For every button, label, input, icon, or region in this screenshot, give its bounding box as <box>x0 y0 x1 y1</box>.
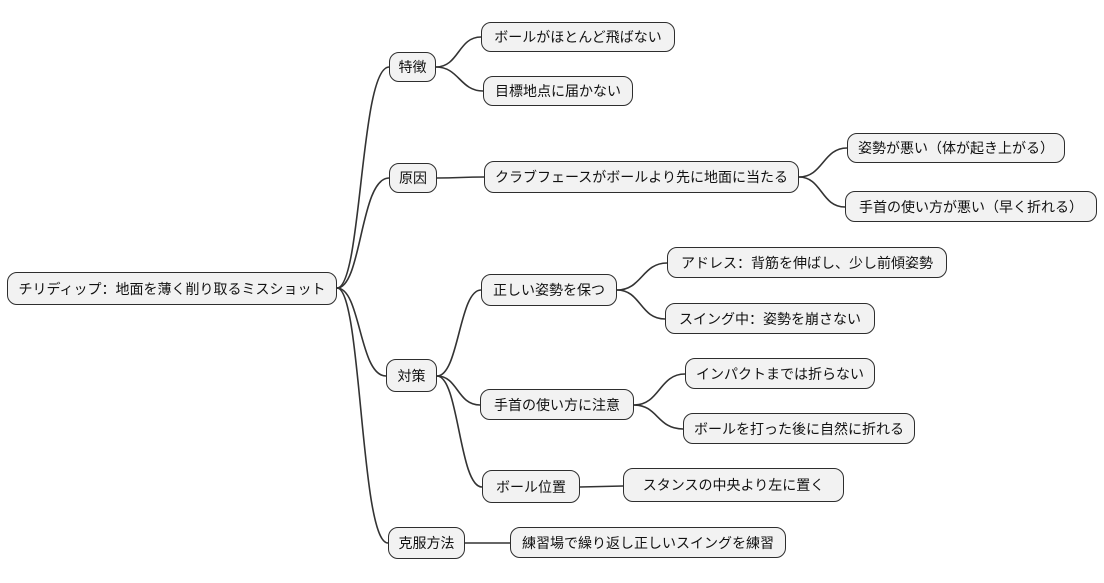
node-bad-posture: 姿勢が悪い（体が起き上がる） <box>847 133 1065 163</box>
node-features: 特徴 <box>389 52 436 82</box>
node-overcome-method: 克服方法 <box>388 527 465 559</box>
edge-cause-wrist <box>798 176 846 208</box>
node-keep-correct-posture: 正しい姿勢を保つ <box>481 274 617 306</box>
edge-root-measures <box>336 287 387 377</box>
node-keep-posture-during-swing: スイング中：姿勢を崩さない <box>665 303 875 334</box>
node-break-naturally-after-hit: ボールを打った後に自然に折れる <box>683 413 915 444</box>
node-does-not-reach-target: 目標地点に届かない <box>483 76 633 106</box>
edge-wrist-impact <box>633 373 686 406</box>
node-practice-correct-swing: 練習場で繰り返し正しいスイングを練習 <box>510 527 786 558</box>
node-ball-barely-flies: ボールがほとんど飛ばない <box>481 22 675 52</box>
edge-posture-swing <box>616 289 666 320</box>
edge-measures-posture <box>436 289 482 377</box>
edge-measures-ball <box>436 375 483 488</box>
node-ball-position: ボール位置 <box>482 470 580 503</box>
edge-features-2 <box>435 66 484 92</box>
edge-root-features <box>336 66 390 289</box>
edge-features-1 <box>435 36 482 68</box>
edge-posture-address <box>616 262 668 291</box>
edge-cause-posture <box>798 147 848 178</box>
node-address-posture: アドレス：背筋を伸ばし、少し前傾姿勢 <box>667 247 947 278</box>
node-bad-wrist-usage: 手首の使い方が悪い（早く折れる） <box>845 191 1097 222</box>
edge-cause-1 <box>436 176 485 179</box>
edge-measures-wrist <box>436 375 481 406</box>
edge-root-overcome <box>336 287 389 544</box>
node-cause: 原因 <box>389 163 437 193</box>
edge-ball-stance <box>579 485 624 488</box>
edge-wrist-after <box>633 404 684 430</box>
node-clubface-hits-ground-first: クラブフェースがボールより先に地面に当たる <box>484 161 799 193</box>
edge-root-cause <box>336 177 390 289</box>
node-no-break-until-impact: インパクトまでは折らない <box>685 358 875 389</box>
node-place-left-of-stance-center: スタンスの中央より左に置く <box>623 468 844 502</box>
node-measures: 対策 <box>386 359 437 392</box>
node-mind-wrist-usage: 手首の使い方に注意 <box>480 389 634 420</box>
node-root: チリディップ：地面を薄く削り取るミスショット <box>7 272 337 305</box>
